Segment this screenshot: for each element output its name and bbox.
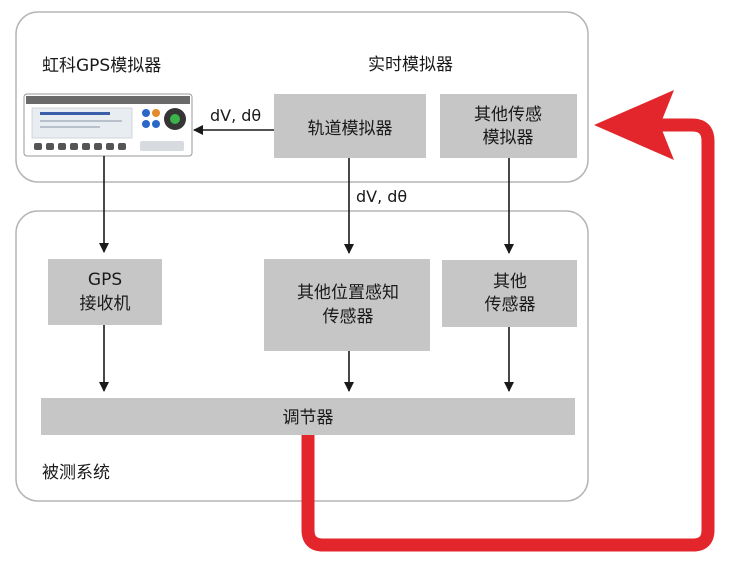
- regulator-label: 调节器: [283, 408, 334, 428]
- other-sensor-label-line1: 其他: [493, 272, 527, 292]
- other-sensor-simulator-box: [440, 94, 577, 158]
- other-sensor-box: [442, 260, 577, 327]
- gps-receiver-label-line1: GPS: [88, 270, 122, 290]
- other-sensor-label-line2: 传感器: [485, 295, 536, 315]
- regulator-box: [41, 398, 575, 435]
- other-sensor-simulator-label-line2: 模拟器: [483, 128, 534, 148]
- position-sensor-label-line1: 其他位置感知: [297, 283, 399, 303]
- other-sensor-simulator-label-line1: 其他传感: [474, 105, 542, 125]
- orbit-simulator-box: [274, 94, 426, 158]
- gps-receiver-label-line2: 接收机: [80, 294, 131, 314]
- system-under-test-label: 被测系统: [42, 463, 110, 483]
- arrow-label-orbit-to-position: dV, dθ: [356, 187, 407, 206]
- orbit-simulator-label: 轨道模拟器: [308, 119, 393, 139]
- arrow-label-orbit-to-device: dV, dθ: [210, 106, 261, 125]
- feedback-loop-arrowhead: [594, 90, 674, 160]
- simulator-group-container: [15, 11, 589, 183]
- position-sensor-label-line2: 传感器: [323, 307, 374, 327]
- realtime-simulator-label: 实时模拟器: [368, 55, 453, 75]
- position-sensor-box: [264, 259, 430, 351]
- device-label: 虹科GPS模拟器: [42, 56, 161, 76]
- gps-receiver-box: [48, 259, 162, 325]
- feedback-loop-arrow: [301, 118, 715, 552]
- gps-simulator-device-image: [23, 93, 193, 157]
